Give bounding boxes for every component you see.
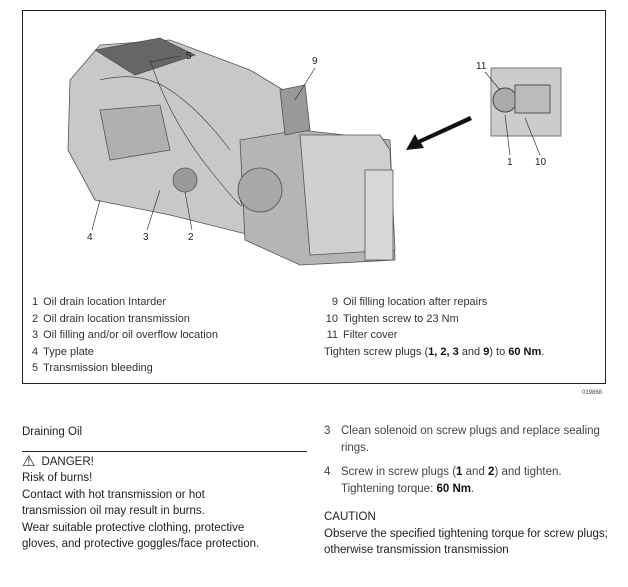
callout-1: 1 — [507, 157, 513, 168]
danger-notice: ⚠DANGER! Risk of burns! Contact with hot… — [22, 450, 307, 553]
callout-10: 10 — [535, 157, 547, 168]
figure-frame — [22, 10, 606, 384]
caution-heading: CAUTION — [324, 511, 376, 523]
transmission-illustration — [67, 37, 562, 266]
callout-3: 3 — [143, 232, 149, 243]
callout-9: 9 — [312, 56, 318, 67]
left-column: Draining Oil ⚠DANGER! Risk of burns! Con… — [22, 424, 307, 553]
warning-triangle-icon: ⚠ — [22, 452, 36, 470]
caution-text: Observe the specified tightening torque … — [324, 527, 608, 554]
torque-note: Tighten screw plugs (1, 2, 3 and 9) to 6… — [324, 345, 545, 358]
callout-5: 5 — [186, 51, 192, 62]
callout-11: 11 — [476, 61, 487, 72]
callout-4: 4 — [87, 232, 93, 243]
section-heading: Draining Oil — [22, 426, 83, 438]
callout-2: 2 — [188, 232, 194, 243]
figure-number: 019868 — [582, 390, 603, 396]
